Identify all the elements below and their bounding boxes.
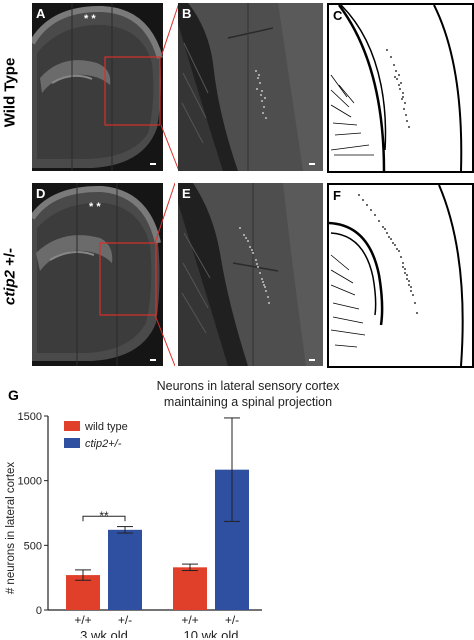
panel-label-f: F (333, 188, 341, 203)
x-tick-label: +/- (118, 613, 132, 627)
panel-label-g: G (8, 387, 19, 403)
panel-c-drawing (330, 5, 463, 171)
panel-b-image: B (178, 3, 323, 171)
x-tick-label: +/+ (181, 613, 198, 627)
y-tick-label: 500 (24, 540, 42, 552)
legend-label-wild-type: wild type (84, 421, 128, 433)
row-label-ctip2: ctip2 +/- (2, 237, 19, 317)
panel-e-image: E (178, 183, 323, 366)
x-tick-label: +/+ (74, 613, 91, 627)
significance-label: ** (99, 509, 109, 523)
group-label: 10 wk old (184, 628, 239, 638)
y-axis-label: # neurons in lateral cortex (5, 462, 17, 595)
panel-d-image: D * * (32, 183, 163, 366)
panel-c-tracing: C (327, 3, 474, 173)
significance-bracket (82, 515, 126, 522)
bar (173, 567, 207, 610)
chart-title-line1: Neurons in lateral sensory cortex (157, 379, 340, 393)
panel-f-tracing: F (327, 183, 474, 368)
panel-b-zoom-drawing (178, 3, 323, 171)
panel-label-b: B (182, 6, 192, 21)
hippocampus-star-marker: * * (89, 201, 101, 213)
y-tick-label: 1500 (18, 411, 42, 423)
scale-bar (150, 359, 156, 361)
legend: wild type ctip2+/- (64, 421, 128, 450)
bar-chart: Neurons in lateral sensory cortex mainta… (5, 379, 340, 638)
row-label-gene: ctip2 (1, 270, 19, 306)
panel-label-e: E (182, 186, 191, 201)
panel-label-c: C (333, 8, 343, 23)
panel-a-brain-drawing (32, 3, 163, 171)
panel-label-d: D (36, 186, 46, 201)
zoom-connector-de (155, 182, 175, 367)
row-label-text: Wild Type (1, 57, 19, 128)
y-tick-label: 1000 (18, 476, 42, 488)
legend-swatch-wild-type (64, 421, 80, 431)
scale-bar (150, 163, 156, 165)
group-label: 3 wk old (80, 628, 128, 638)
legend-swatch-ctip2 (64, 438, 80, 448)
panel-label-a: A (36, 6, 46, 21)
scale-bar (309, 359, 315, 361)
panel-d-brain-drawing (32, 183, 163, 366)
row-label-genotype: +/- (1, 247, 19, 271)
legend-label-ctip2: ctip2+/- (85, 438, 122, 450)
row-label-wild-type: Wild Type (2, 53, 19, 133)
bar (66, 575, 100, 610)
scale-bar (309, 163, 315, 165)
x-tick-label: +/- (225, 613, 239, 627)
y-tick-label: 0 (36, 605, 42, 617)
hippocampus-star-marker: * * (84, 13, 96, 25)
zoom-connector-ab (161, 2, 180, 172)
panel-a-image: A * * (32, 3, 163, 171)
chart-title-line2: maintaining a spinal projection (164, 395, 332, 409)
bar (108, 529, 142, 610)
panel-f-drawing (329, 185, 464, 366)
panel-e-zoom-drawing (178, 183, 323, 366)
